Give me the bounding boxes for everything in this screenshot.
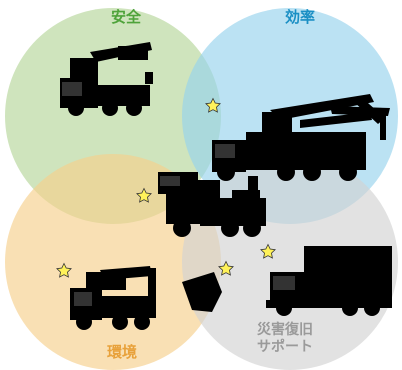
crane-truck-icon (60, 42, 153, 116)
star-icon (218, 260, 234, 276)
disaster-support-label: 災害復旧 サポート (240, 322, 330, 356)
center-crane-truck-icon (158, 172, 266, 237)
star-icon (260, 243, 276, 259)
star-icon (205, 97, 221, 113)
safety-label: 安全 (110, 8, 141, 26)
star-icon (136, 187, 152, 203)
pump-truck-icon (212, 94, 390, 181)
box-truck-icon (266, 246, 392, 316)
disaster-support-label-line2: サポート (257, 339, 313, 355)
star-icon (56, 262, 72, 278)
disaster-support-label-line1: 災害復旧 (257, 322, 313, 338)
efficiency-label: 効率 (284, 8, 315, 26)
eco-crane-truck-icon (70, 266, 156, 330)
environment-label: 環境 (106, 343, 137, 361)
shield-icon (182, 272, 222, 312)
